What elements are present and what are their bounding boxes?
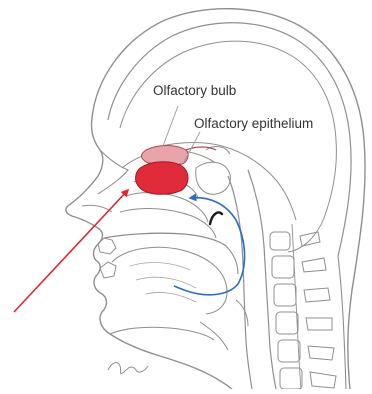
tongue-texture-2: [136, 277, 196, 288]
vertebra-c5: [278, 340, 300, 362]
artist-signature: [108, 363, 148, 374]
bulb-leader-line: [163, 106, 178, 146]
vertebra-c2: [272, 256, 294, 278]
neck-back: [338, 256, 346, 389]
vertebra-c1: [270, 232, 290, 250]
hyoid-region: [200, 322, 228, 350]
olfactory-epithelium-label: Olfactory epithelium: [194, 117, 313, 131]
olfactory-epithelium-region: [136, 162, 189, 195]
tongue-texture-3: [146, 292, 196, 302]
sphenoid-sinus: [196, 162, 231, 194]
epiglottis: [236, 300, 248, 326]
mandible: [110, 327, 214, 340]
eustachian-tube-mark: [210, 212, 222, 224]
hard-palate: [104, 233, 226, 246]
cervical-spine: [270, 232, 302, 389]
tongue-texture-1: [130, 263, 190, 270]
lower-teeth: [100, 262, 116, 278]
vertebra-c4: [276, 312, 298, 334]
brain-outline: [120, 41, 336, 252]
skull-inner-outline: [108, 23, 351, 256]
soft-palate: [226, 246, 238, 274]
spinous-processes: [300, 232, 336, 388]
olfactory-bulb-label: Olfactory bulb: [153, 84, 236, 98]
pharynx-posterior: [248, 170, 276, 389]
retronasal-arrow: [184, 198, 245, 295]
vertebra-c6: [280, 368, 302, 389]
pharynx-anterior: [228, 176, 252, 389]
orthonasal-arrow: [14, 190, 128, 312]
vertebra-c3: [274, 284, 296, 306]
retronasal-arrow-start: [174, 286, 184, 290]
spinal-cord: [292, 224, 301, 389]
tongue: [112, 247, 227, 314]
